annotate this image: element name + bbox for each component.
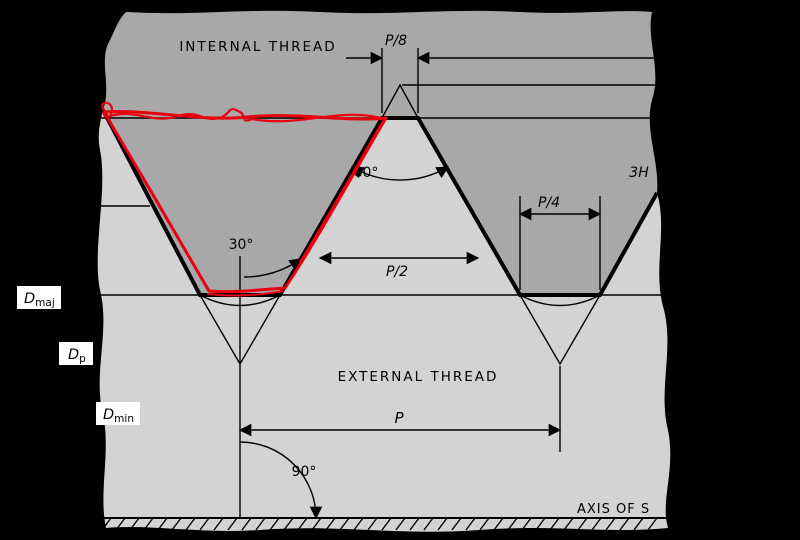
axis-label: AXIS OF S [577,502,650,517]
axis-hatching [101,517,658,531]
red-scribble-left-loop [101,101,114,118]
angle-30: 30° [229,237,303,278]
label-external-thread: EXTERNAL THREAD [338,369,499,385]
dim-label-p2: P/2 [386,264,408,280]
dimension-p: P [238,409,562,437]
internal-thread-region [103,10,658,295]
d-p-box [59,342,93,365]
rounded-root-right-arc [519,294,601,307]
label-d-min: Dmin [96,402,140,425]
angle-label-30: 30° [229,237,254,253]
dim-label-p8: P/8 [385,33,407,49]
angle-60-arc [350,166,450,181]
red-scribble-right-flank [299,120,384,263]
dimension-p2: P/2 [318,251,480,280]
angle-30-arc [243,258,303,278]
angle-60: 60° [350,165,450,181]
d-min-text: Dmin [103,407,134,425]
red-scribble-bottom [207,290,284,297]
red-scribble-left-flank [104,114,209,290]
dim-label-p: P [394,409,404,427]
d-min-box [96,402,140,425]
sharp-crest-lines [381,83,419,119]
d-maj-box [17,286,61,309]
label-3h: 3H [629,165,649,181]
dimension-p8: P/8 [346,33,656,113]
d-p-text: Dp [68,347,86,365]
angle-label-90: 90° [292,464,317,480]
label-d-maj: Dmaj [17,286,61,309]
red-annotation [101,101,388,297]
angle-90-arc [239,441,323,520]
axis-of-screw: AXIS OF S [95,502,668,531]
dim-label-p4: P/4 [538,195,560,211]
label-d-p: Dp [59,342,93,365]
sharp-root-right-lines [519,294,601,366]
dimension-p4: P/4 [518,195,602,290]
angle-90: 90° [239,441,323,520]
red-scribble-top [105,108,386,123]
label-internal-thread: INTERNAL THREAD [179,39,336,55]
d-maj-text: Dmaj [24,291,55,309]
angle-label-60: 60° [354,165,379,181]
